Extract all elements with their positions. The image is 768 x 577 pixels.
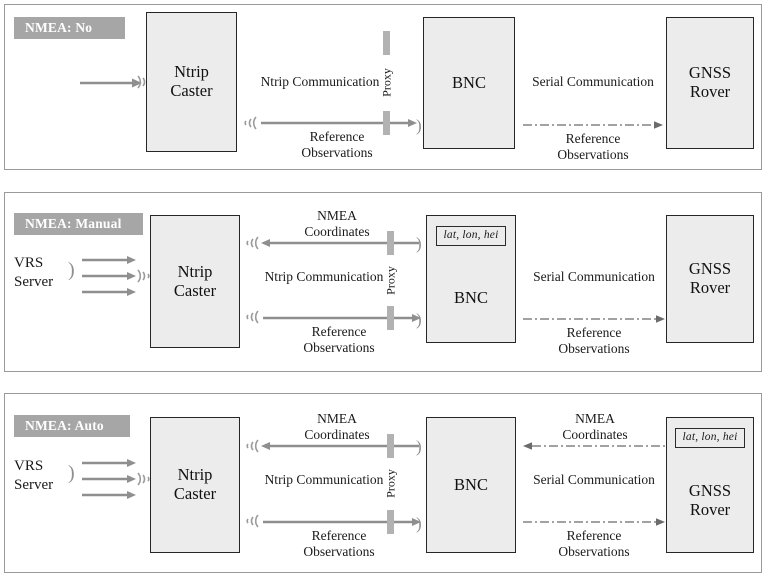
- arrow-vrs-1: [82, 457, 136, 469]
- node-gnss-rover: GNSS Rover: [666, 17, 754, 149]
- label-ntrip-communication: Ntrip Communication: [264, 472, 384, 487]
- proxy-bar-top: [383, 31, 390, 55]
- panel-nmea-no: NMEA: No Ntrip Caster: [4, 4, 762, 170]
- antenna-paren-icon: ): [416, 514, 422, 533]
- antenna-paren-icon: ): [68, 259, 75, 281]
- antenna-paren-icon: ): [416, 310, 422, 329]
- arrow-vrs-2: [82, 270, 136, 282]
- label-serial-reference-line2: Observations: [557, 147, 629, 162]
- proxy-bar-bottom: [383, 111, 390, 135]
- label-proxy: Proxy: [383, 469, 398, 498]
- arrow-nmea-coordinates: [261, 237, 419, 249]
- badge-nmea-auto: NMEA: Auto: [14, 415, 130, 437]
- label-reference-line2: Observations: [303, 340, 375, 355]
- arrow-vrs-1: [82, 254, 136, 266]
- label-serial-reference-line2: Observations: [558, 544, 630, 559]
- arrow-reference-observations: [263, 516, 421, 528]
- node-bnc: BNC: [423, 17, 515, 149]
- arrow-reference-observations: [261, 117, 417, 129]
- antenna-wave-icon: [135, 265, 153, 287]
- label-ntrip-communication: Ntrip Communication: [260, 74, 380, 89]
- proxy-bar-top: [387, 434, 394, 458]
- panel-nmea-manual: NMEA: Manual VRS Server ): [4, 192, 762, 372]
- antenna-wave-icon: [243, 510, 261, 532]
- label-reference-line1: Reference: [311, 528, 367, 543]
- proxy-bar-bottom: [387, 510, 394, 534]
- label-proxy: Proxy: [383, 266, 398, 295]
- antenna-paren-icon: ): [416, 437, 422, 456]
- proxy-bar-top: [387, 231, 394, 255]
- label-serial-reference-line1: Reference: [566, 325, 622, 340]
- arrow-serial-reference-observations: [523, 119, 663, 131]
- label-serial-communication: Serial Communication: [532, 74, 654, 89]
- label-serial-reference-line1: Reference: [565, 131, 621, 146]
- panel-nmea-auto: NMEA: Auto VRS Server ): [4, 393, 762, 573]
- arrow-vrs-3: [82, 286, 136, 298]
- arrow-reference-observations: [263, 312, 421, 324]
- antenna-wave-icon: [135, 468, 153, 490]
- label-proxy: Proxy: [379, 68, 394, 97]
- antenna-wave-icon: [243, 435, 261, 457]
- arrow-nmea-coordinates-right: [523, 440, 665, 452]
- arrow-vrs-3: [82, 489, 136, 501]
- label-nmea-coordinates-line2: Coordinates: [304, 224, 370, 239]
- badge-nmea-no: NMEA: No: [14, 17, 125, 39]
- label-nmea-coordinates-left-line2: Coordinates: [304, 427, 370, 442]
- label-nmea-coordinates-left-line1: NMEA: [317, 411, 357, 426]
- badge-nmea-manual: NMEA: Manual: [14, 213, 143, 235]
- arrow-serial-reference-observations: [523, 516, 665, 528]
- antenna-wave-icon: [243, 306, 261, 328]
- bnc-coordinates-chip: lat, lon, hei: [436, 226, 506, 246]
- arrow-serial-reference-observations: [523, 313, 665, 325]
- label-serial-communication: Serial Communication: [533, 472, 655, 487]
- node-gnss-rover: GNSS Rover: [666, 215, 754, 343]
- label-vrs-server-line2: Server: [14, 274, 54, 290]
- arrow-vrs-2: [82, 473, 136, 485]
- label-serial-communication: Serial Communication: [533, 269, 655, 284]
- antenna-wave-icon: [243, 232, 261, 254]
- label-nmea-coordinates-right-line2: Coordinates: [562, 427, 628, 442]
- label-reference-line2: Observations: [301, 145, 373, 160]
- label-serial-reference-line2: Observations: [558, 341, 630, 356]
- label-reference-line2: Observations: [303, 544, 375, 559]
- antenna-wave-icon: [241, 112, 259, 134]
- arrow-nmea-coordinates-left: [261, 440, 419, 452]
- label-reference-line1: Reference: [309, 129, 365, 144]
- label-nmea-coordinates-line1: NMEA: [317, 208, 357, 223]
- label-vrs-server-line2: Server: [14, 477, 54, 493]
- node-ntrip-caster: Ntrip Caster: [146, 12, 237, 152]
- label-vrs-server-line1: VRS: [14, 255, 44, 271]
- label-ntrip-communication: Ntrip Communication: [264, 269, 384, 284]
- label-nmea-coordinates-right-line1: NMEA: [575, 411, 615, 426]
- label-reference-line1: Reference: [311, 324, 367, 339]
- antenna-paren-icon: ): [416, 116, 422, 135]
- label-serial-reference-line1: Reference: [566, 528, 622, 543]
- label-vrs-server-line1: VRS: [14, 458, 44, 474]
- node-ntrip-caster: Ntrip Caster: [150, 215, 240, 348]
- node-bnc: BNC: [426, 417, 516, 553]
- arrow-in-caster: [80, 77, 142, 89]
- antenna-paren-icon: ): [68, 462, 75, 484]
- antenna-paren-icon: ): [416, 234, 422, 253]
- proxy-bar-bottom: [387, 306, 394, 330]
- rover-coordinates-chip: lat, lon, hei: [675, 428, 745, 448]
- node-ntrip-caster: Ntrip Caster: [150, 417, 240, 553]
